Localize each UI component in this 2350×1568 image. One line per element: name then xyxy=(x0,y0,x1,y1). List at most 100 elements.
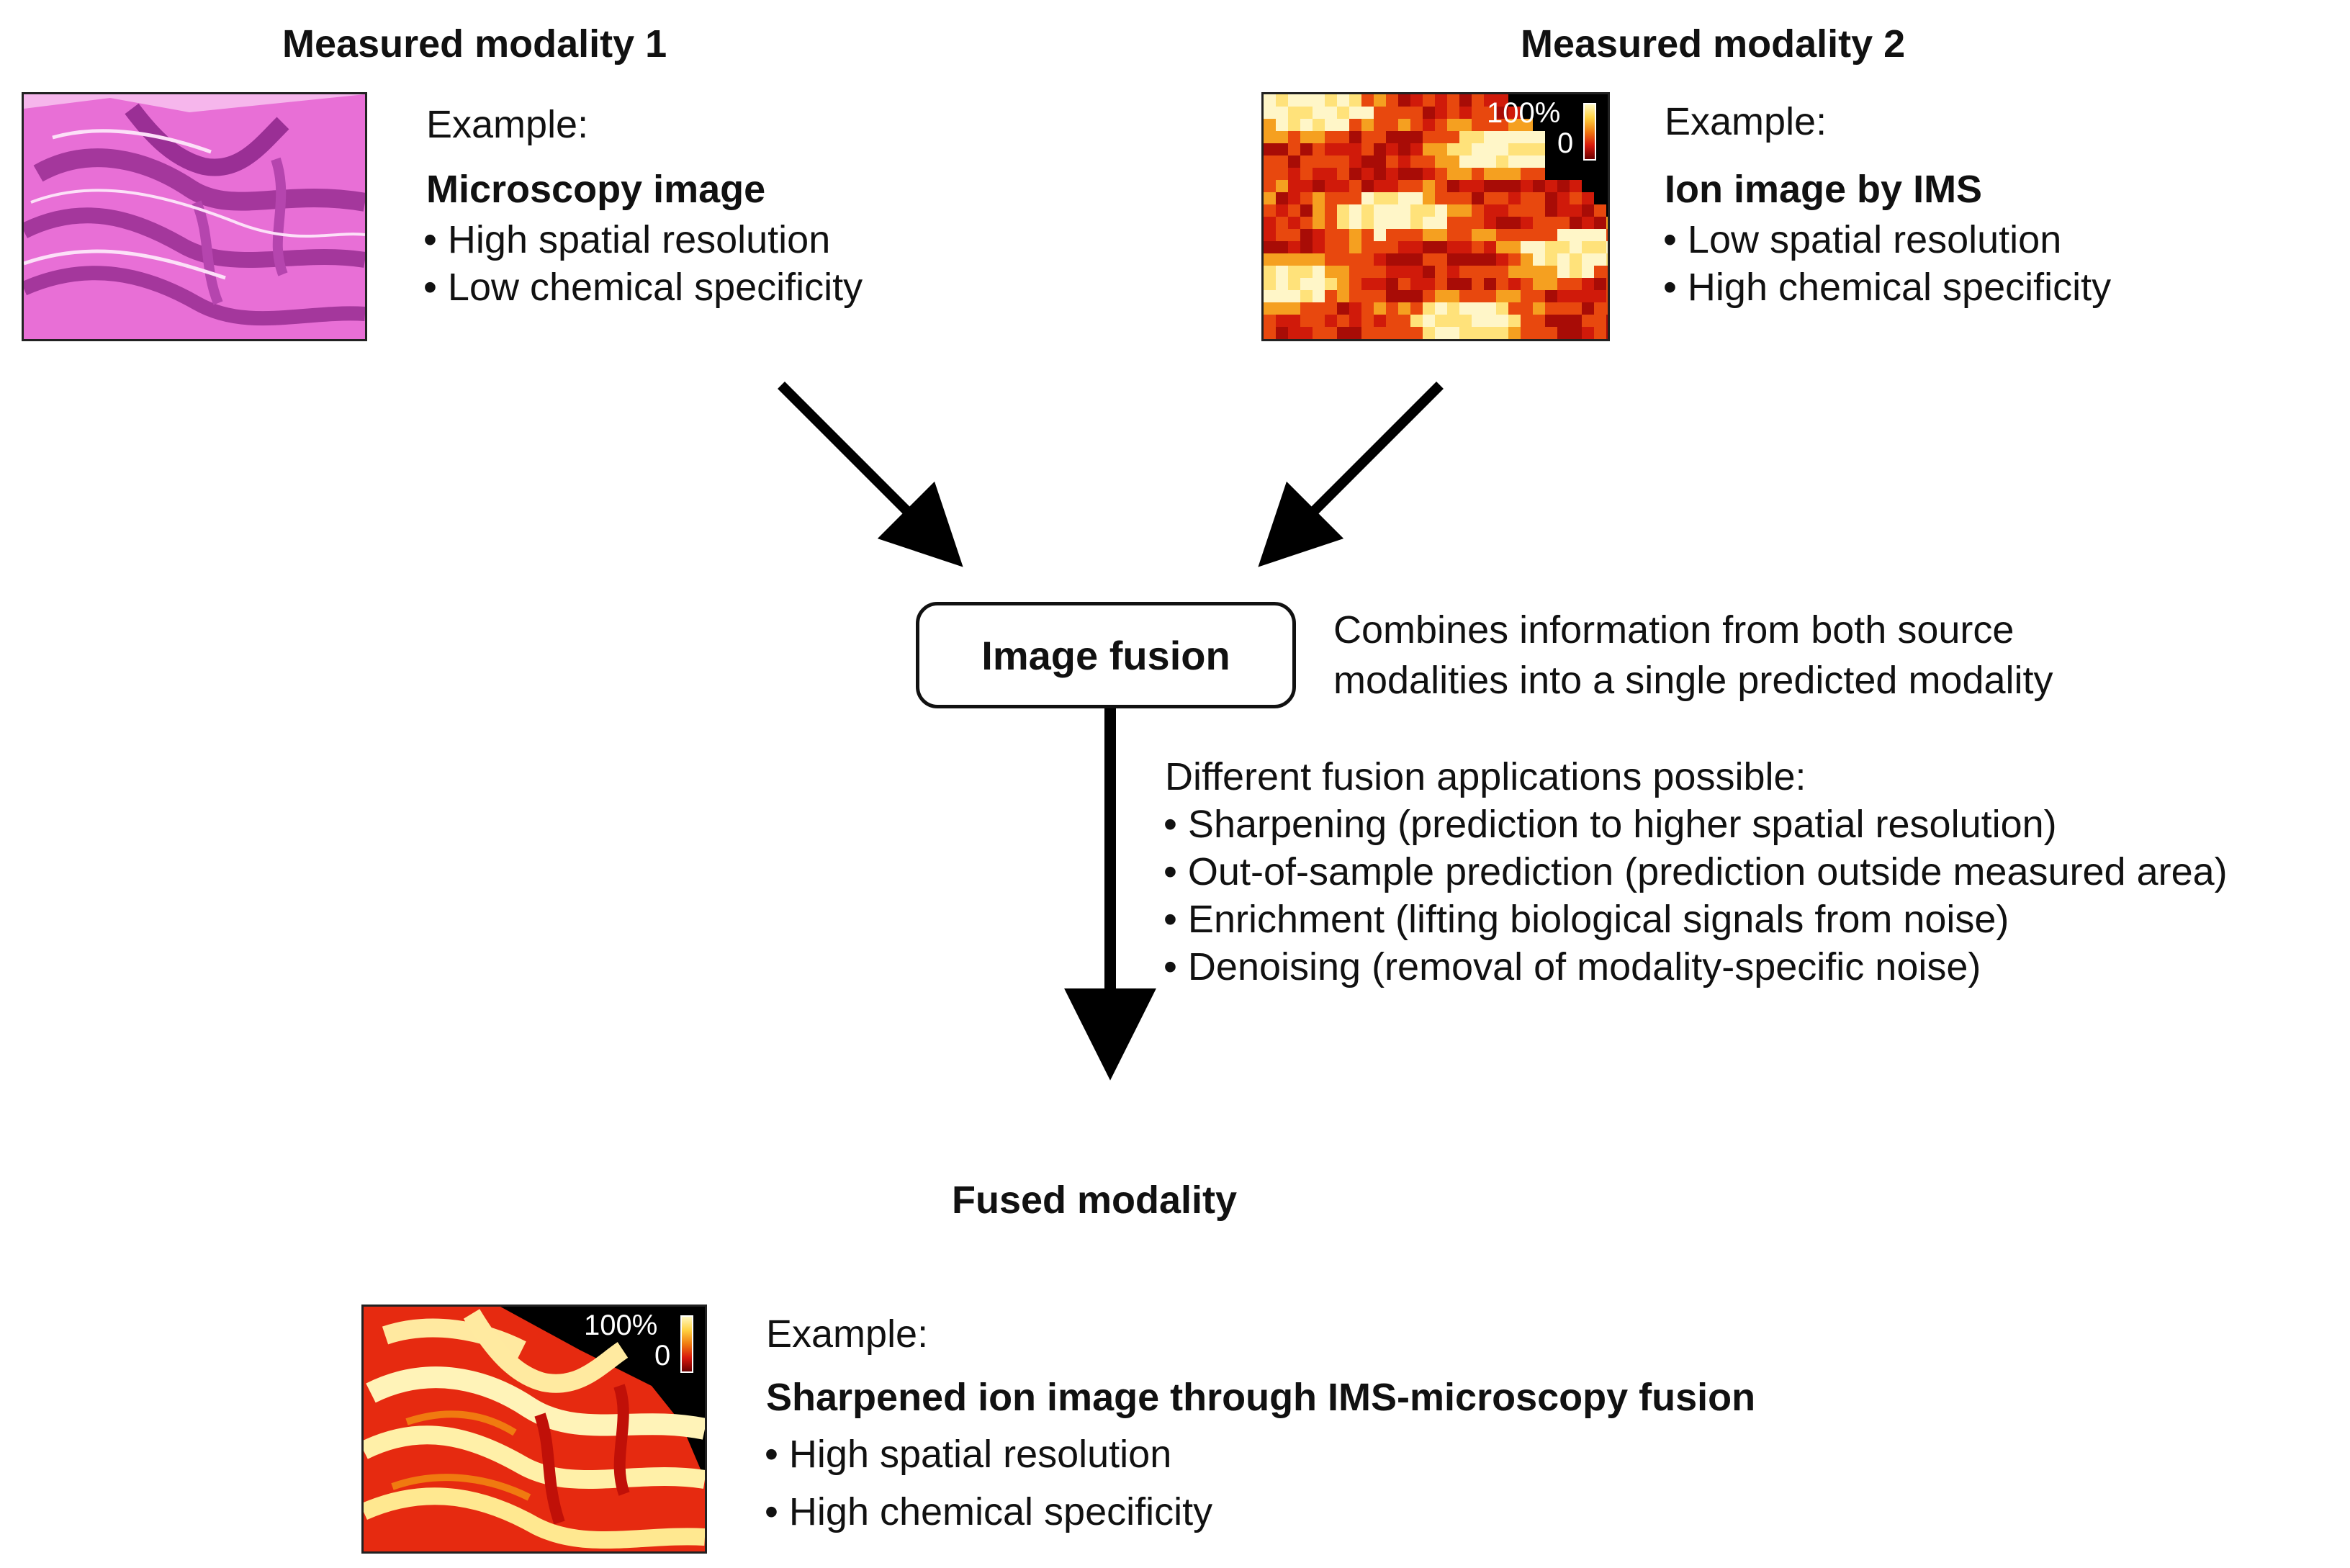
ion-pixel xyxy=(1264,241,1276,253)
ion-pixel xyxy=(1533,180,1545,192)
ion-pixel xyxy=(1361,204,1374,217)
ion-pixel xyxy=(1545,315,1557,327)
ion-pixel xyxy=(1288,94,1300,107)
ion-pixel xyxy=(1386,290,1398,302)
ion-pixel xyxy=(1533,241,1545,253)
ion-pixel xyxy=(1337,278,1349,290)
ion-pixel xyxy=(1496,229,1508,241)
ion-pixel xyxy=(1337,302,1349,315)
ion-pixel xyxy=(1264,107,1276,119)
ion-pixel xyxy=(1410,278,1423,290)
ion-pixel xyxy=(1374,290,1386,302)
ion-pixel xyxy=(1264,204,1276,217)
ion-pixel xyxy=(1264,315,1276,327)
ion-pixel xyxy=(1533,229,1545,241)
ion-pixel xyxy=(1594,266,1606,278)
ion-pixel xyxy=(1361,253,1374,266)
ion-pixel xyxy=(1398,119,1410,131)
ion-pixel xyxy=(1276,278,1288,290)
ion-pixel xyxy=(1459,204,1472,217)
ion-pixel xyxy=(1484,327,1496,339)
ion-pixel xyxy=(1447,217,1459,229)
ion-pixel xyxy=(1300,278,1313,290)
ion-pixel xyxy=(1313,180,1325,192)
ion-pixel xyxy=(1423,302,1435,315)
ion-pixel xyxy=(1398,168,1410,180)
ion-pixel xyxy=(1361,94,1374,107)
ion-pixel xyxy=(1398,143,1410,156)
ion-pixel xyxy=(1606,278,1608,290)
ion-pixel xyxy=(1472,278,1484,290)
ion-pixel xyxy=(1386,217,1398,229)
ion-pixel xyxy=(1570,253,1582,266)
ion-pixel xyxy=(1349,204,1361,217)
ion-pixel xyxy=(1276,180,1288,192)
ion-pixel xyxy=(1276,217,1288,229)
ion-pixel xyxy=(1300,156,1313,168)
ion-pixel xyxy=(1361,143,1374,156)
ion-pixel xyxy=(1410,241,1423,253)
ion-pixel xyxy=(1570,302,1582,315)
ion-pixel xyxy=(1435,143,1447,156)
ion-pixel xyxy=(1496,327,1508,339)
ion-pixel xyxy=(1349,241,1361,253)
ion-pixel xyxy=(1508,156,1521,168)
ion-pixel xyxy=(1484,131,1496,143)
ion-pixel xyxy=(1410,217,1423,229)
ion-pixel xyxy=(1447,143,1459,156)
ion-pixel xyxy=(1313,143,1325,156)
ion-pixel xyxy=(1288,217,1300,229)
ion-pixel xyxy=(1557,217,1570,229)
ion-pixel xyxy=(1398,131,1410,143)
ion-pixel xyxy=(1447,315,1459,327)
ion-pixel xyxy=(1349,192,1361,204)
ion-pixel xyxy=(1435,217,1447,229)
ion-pixel xyxy=(1521,315,1533,327)
ion-pixel xyxy=(1533,131,1545,143)
ion-pixel xyxy=(1447,302,1459,315)
ion-pixel xyxy=(1300,327,1313,339)
ion-pixel xyxy=(1582,253,1594,266)
ion-pixel xyxy=(1398,180,1410,192)
ion-pixel xyxy=(1447,229,1459,241)
ion-pixel xyxy=(1557,290,1570,302)
ion-pixel xyxy=(1472,143,1484,156)
ion-pixel xyxy=(1313,168,1325,180)
ion-pixel xyxy=(1496,131,1508,143)
ion-pixel xyxy=(1435,278,1447,290)
ion-pixel xyxy=(1496,290,1508,302)
ion-pixel xyxy=(1264,253,1276,266)
ion-pixel xyxy=(1300,119,1313,131)
ion-pixel xyxy=(1459,192,1472,204)
ion-pixel xyxy=(1325,107,1337,119)
ion-pixel xyxy=(1484,302,1496,315)
ion-pixel xyxy=(1582,278,1594,290)
ion-pixel xyxy=(1459,266,1472,278)
ion-pixel xyxy=(1521,217,1533,229)
ion-pixel xyxy=(1276,192,1288,204)
ion-pixel xyxy=(1264,229,1276,241)
ion-pixel xyxy=(1472,204,1484,217)
ion-pixel xyxy=(1264,327,1276,339)
ion-pixel xyxy=(1398,290,1410,302)
ion-pixel xyxy=(1276,131,1288,143)
ion-pixel xyxy=(1374,168,1386,180)
ion-pixel xyxy=(1386,180,1398,192)
ion-pixel xyxy=(1361,302,1374,315)
ion-pixel xyxy=(1582,315,1594,327)
ion-pixel xyxy=(1508,107,1521,119)
ion-pixel xyxy=(1472,315,1484,327)
ion-pixel xyxy=(1264,156,1276,168)
ion-pixel xyxy=(1349,302,1361,315)
ion-pixel xyxy=(1300,192,1313,204)
ion-pixel xyxy=(1361,266,1374,278)
ion-pixel xyxy=(1582,266,1594,278)
ion-pixel xyxy=(1484,290,1496,302)
ion-pixel xyxy=(1374,107,1386,119)
ion-pixel xyxy=(1349,327,1361,339)
ion-pixel xyxy=(1264,302,1276,315)
ion-pixel xyxy=(1570,278,1582,290)
ion-pixel xyxy=(1582,327,1594,339)
ion-pixel xyxy=(1508,315,1521,327)
ion-pixel xyxy=(1410,119,1423,131)
